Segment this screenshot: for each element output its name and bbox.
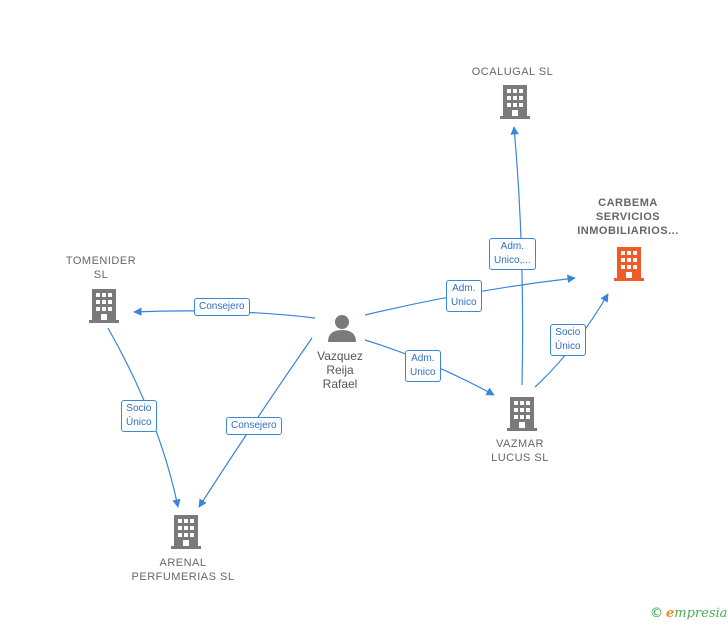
building-icon[interactable]: [507, 397, 537, 431]
edge-label-consejero[interactable]: Consejero: [226, 417, 282, 435]
edge-label-socio-unico[interactable]: Socio Único: [550, 324, 586, 356]
brand-initial: e: [666, 606, 675, 621]
building-icon[interactable]: [614, 247, 644, 281]
node-label-ocalugal[interactable]: OCALUGAL SL: [471, 66, 554, 78]
node-label-tomenider[interactable]: TOMENIDER SL: [65, 255, 137, 281]
building-icon[interactable]: [89, 289, 119, 323]
building-icon[interactable]: [500, 85, 530, 119]
edge-label-adm-unico[interactable]: Adm. Unico: [446, 280, 482, 312]
building-icon[interactable]: [171, 515, 201, 549]
empresia-logo[interactable]: ©empresia: [650, 606, 727, 621]
brand-name: mpresia: [674, 606, 728, 621]
edge-label-adm-unico[interactable]: Adm. Unico,...: [489, 238, 536, 270]
node-label-arenal[interactable]: ARENAL PERFUMERIAS SL: [131, 557, 235, 583]
edge-label-socio-unico[interactable]: Socio Único: [121, 400, 157, 432]
node-label-vazmar[interactable]: VAZMAR LUCUS SL: [491, 438, 549, 464]
person-icon[interactable]: [327, 313, 357, 343]
node-label-person[interactable]: Vazquez Reija Rafael: [317, 349, 363, 391]
edge-label-consejero[interactable]: Consejero: [194, 298, 250, 316]
node-label-carbema[interactable]: CARBEMA SERVICIOS INMOBILIARIOS...: [577, 197, 679, 237]
copyright-symbol: ©: [650, 606, 663, 621]
edge-label-adm-unico[interactable]: Adm. Unico: [405, 350, 441, 382]
